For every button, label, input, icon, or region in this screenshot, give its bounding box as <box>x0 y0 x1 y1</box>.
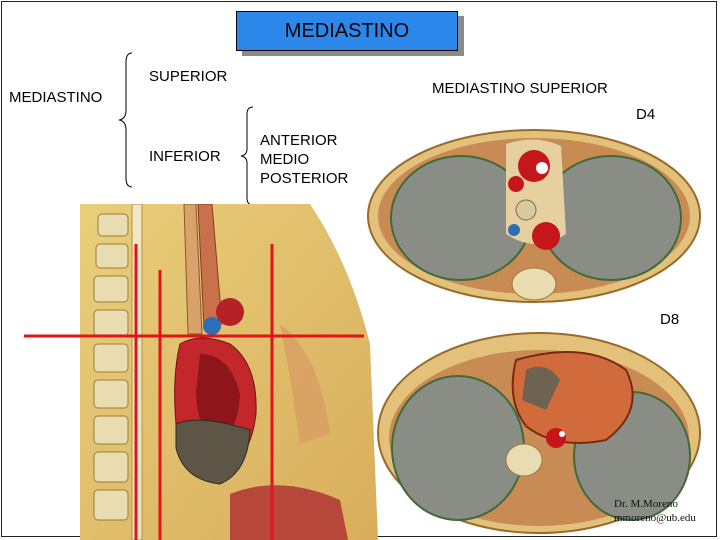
signature-line-2: mmoreno@ub.edu <box>614 512 696 524</box>
brace-left <box>118 52 133 188</box>
axial-section-d4-image <box>366 124 706 308</box>
level-d8-label: D8 <box>660 311 680 328</box>
medio-label: MEDIO <box>260 151 310 168</box>
section-label: MEDIASTINO SUPERIOR <box>432 80 608 97</box>
level-d4-label: D4 <box>636 106 656 123</box>
superior-label: SUPERIOR <box>149 68 228 85</box>
axial-section-d8-image <box>376 330 702 536</box>
brace-right <box>240 106 254 206</box>
mediastino-label: MEDIASTINO <box>9 89 103 106</box>
slide-title: MEDIASTINO <box>236 11 458 51</box>
signature-line-1: Dr. M.Moreno <box>614 498 678 510</box>
posterior-label: POSTERIOR <box>260 170 349 187</box>
inferior-label: INFERIOR <box>149 148 221 165</box>
slide-title-text: MEDIASTINO <box>284 19 410 42</box>
anterior-label: ANTERIOR <box>260 132 338 149</box>
